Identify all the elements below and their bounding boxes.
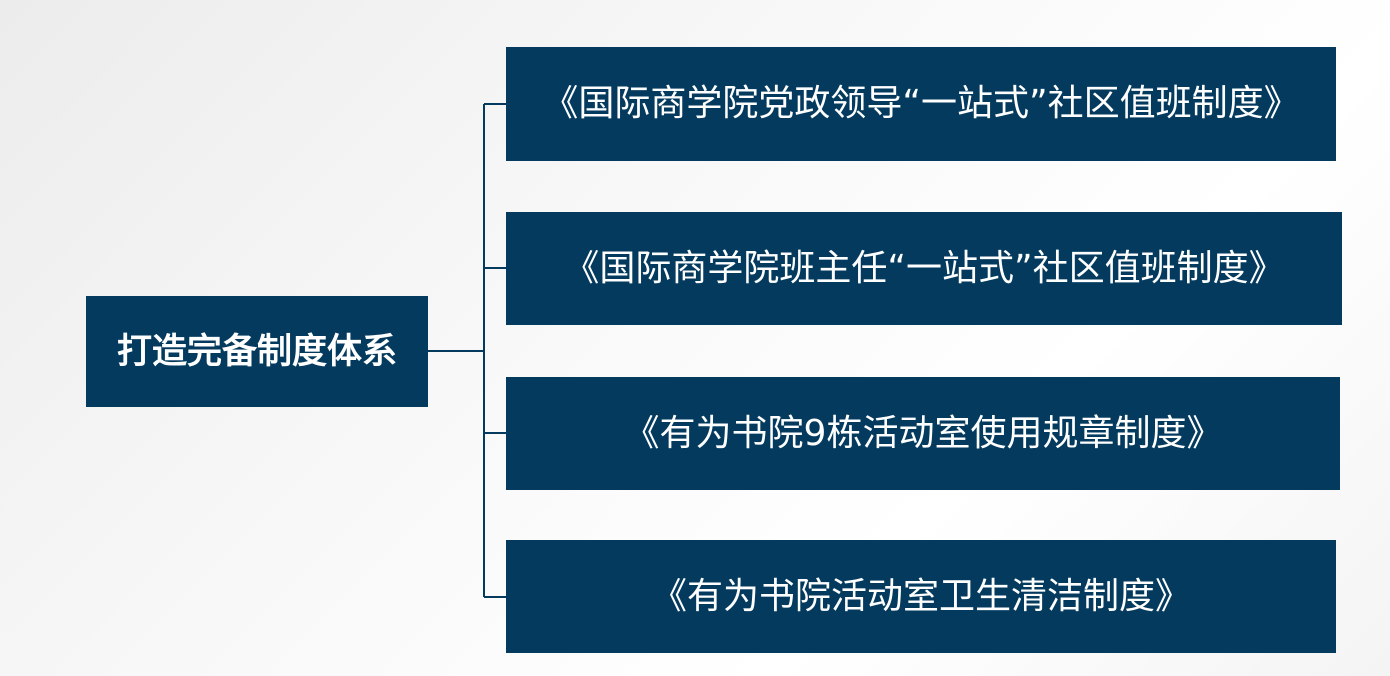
child-node-label: 《有为书院9栋活动室使用规章制度》 (623, 412, 1223, 454)
child-node-label: 《国际商学院班主任“一站式”社区值班制度》 (563, 247, 1285, 289)
root-node-label: 打造完备制度体系 (116, 331, 397, 372)
child-node-1: 《国际商学院党政领导“一站式”社区值班制度》 (506, 47, 1336, 161)
child-node-label: 《国际商学院党政领导“一站式”社区值班制度》 (542, 83, 1300, 124)
child-node-4: 《有为书院活动室卫生清洁制度》 (506, 540, 1336, 653)
child-node-2: 《国际商学院班主任“一站式”社区值班制度》 (506, 212, 1342, 325)
root-node: 打造完备制度体系 (86, 296, 428, 407)
child-node-3: 《有为书院9栋活动室使用规章制度》 (506, 377, 1340, 490)
child-node-label: 《有为书院活动室卫生清洁制度》 (650, 575, 1191, 617)
